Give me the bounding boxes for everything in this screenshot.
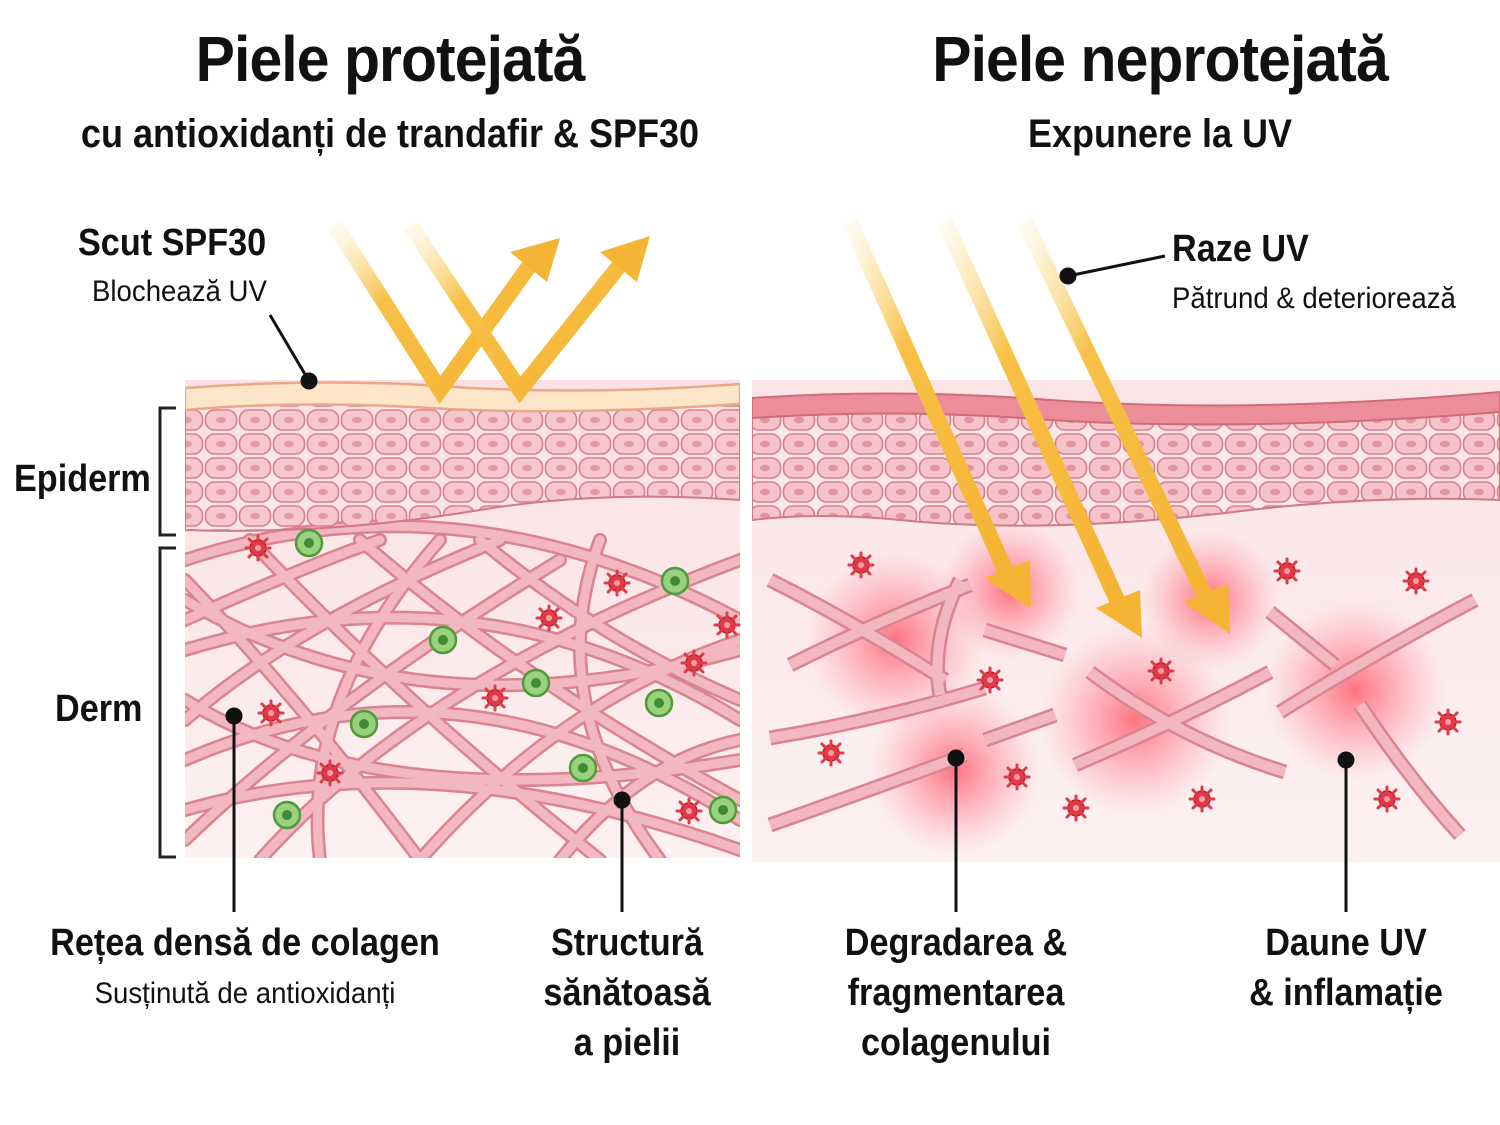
left-panel-subtitle: cu antioxidanți de trandafir & SPF30 <box>75 112 705 157</box>
uv-rays-label: Raze UV <box>1172 228 1309 271</box>
healthy-structure-label: Structură sănătoasă a pielii <box>510 918 744 1068</box>
dermis-label: Derm <box>55 688 142 731</box>
spf-shield-description: Blochează UV <box>92 275 267 309</box>
uv-rays-description: Pătrund & deteriorează <box>1172 282 1456 316</box>
right-panel-title: Piele neprotejată <box>921 22 1399 96</box>
uv-damage-inflammation-label: Daune UV & inflamație <box>1229 918 1463 1018</box>
epidermis-label: Epiderm <box>14 458 151 501</box>
right-panel-subtitle: Expunere la UV <box>980 112 1340 157</box>
collagen-network-label: Rețea densă de colagen <box>43 922 448 965</box>
layer-brackets <box>160 408 176 857</box>
collagen-degradation-label: Degradarea & fragmentarea colagenului <box>821 918 1091 1068</box>
protected-skin-section <box>160 225 740 912</box>
spf-shield-label: Scut SPF30 <box>78 222 266 265</box>
left-panel-title: Piele protejată <box>160 22 620 96</box>
collagen-network-description: Susținută de antioxidanți <box>38 977 452 1011</box>
reflected-uv-rays <box>335 225 650 390</box>
unprotected-skin-section <box>752 222 1500 912</box>
